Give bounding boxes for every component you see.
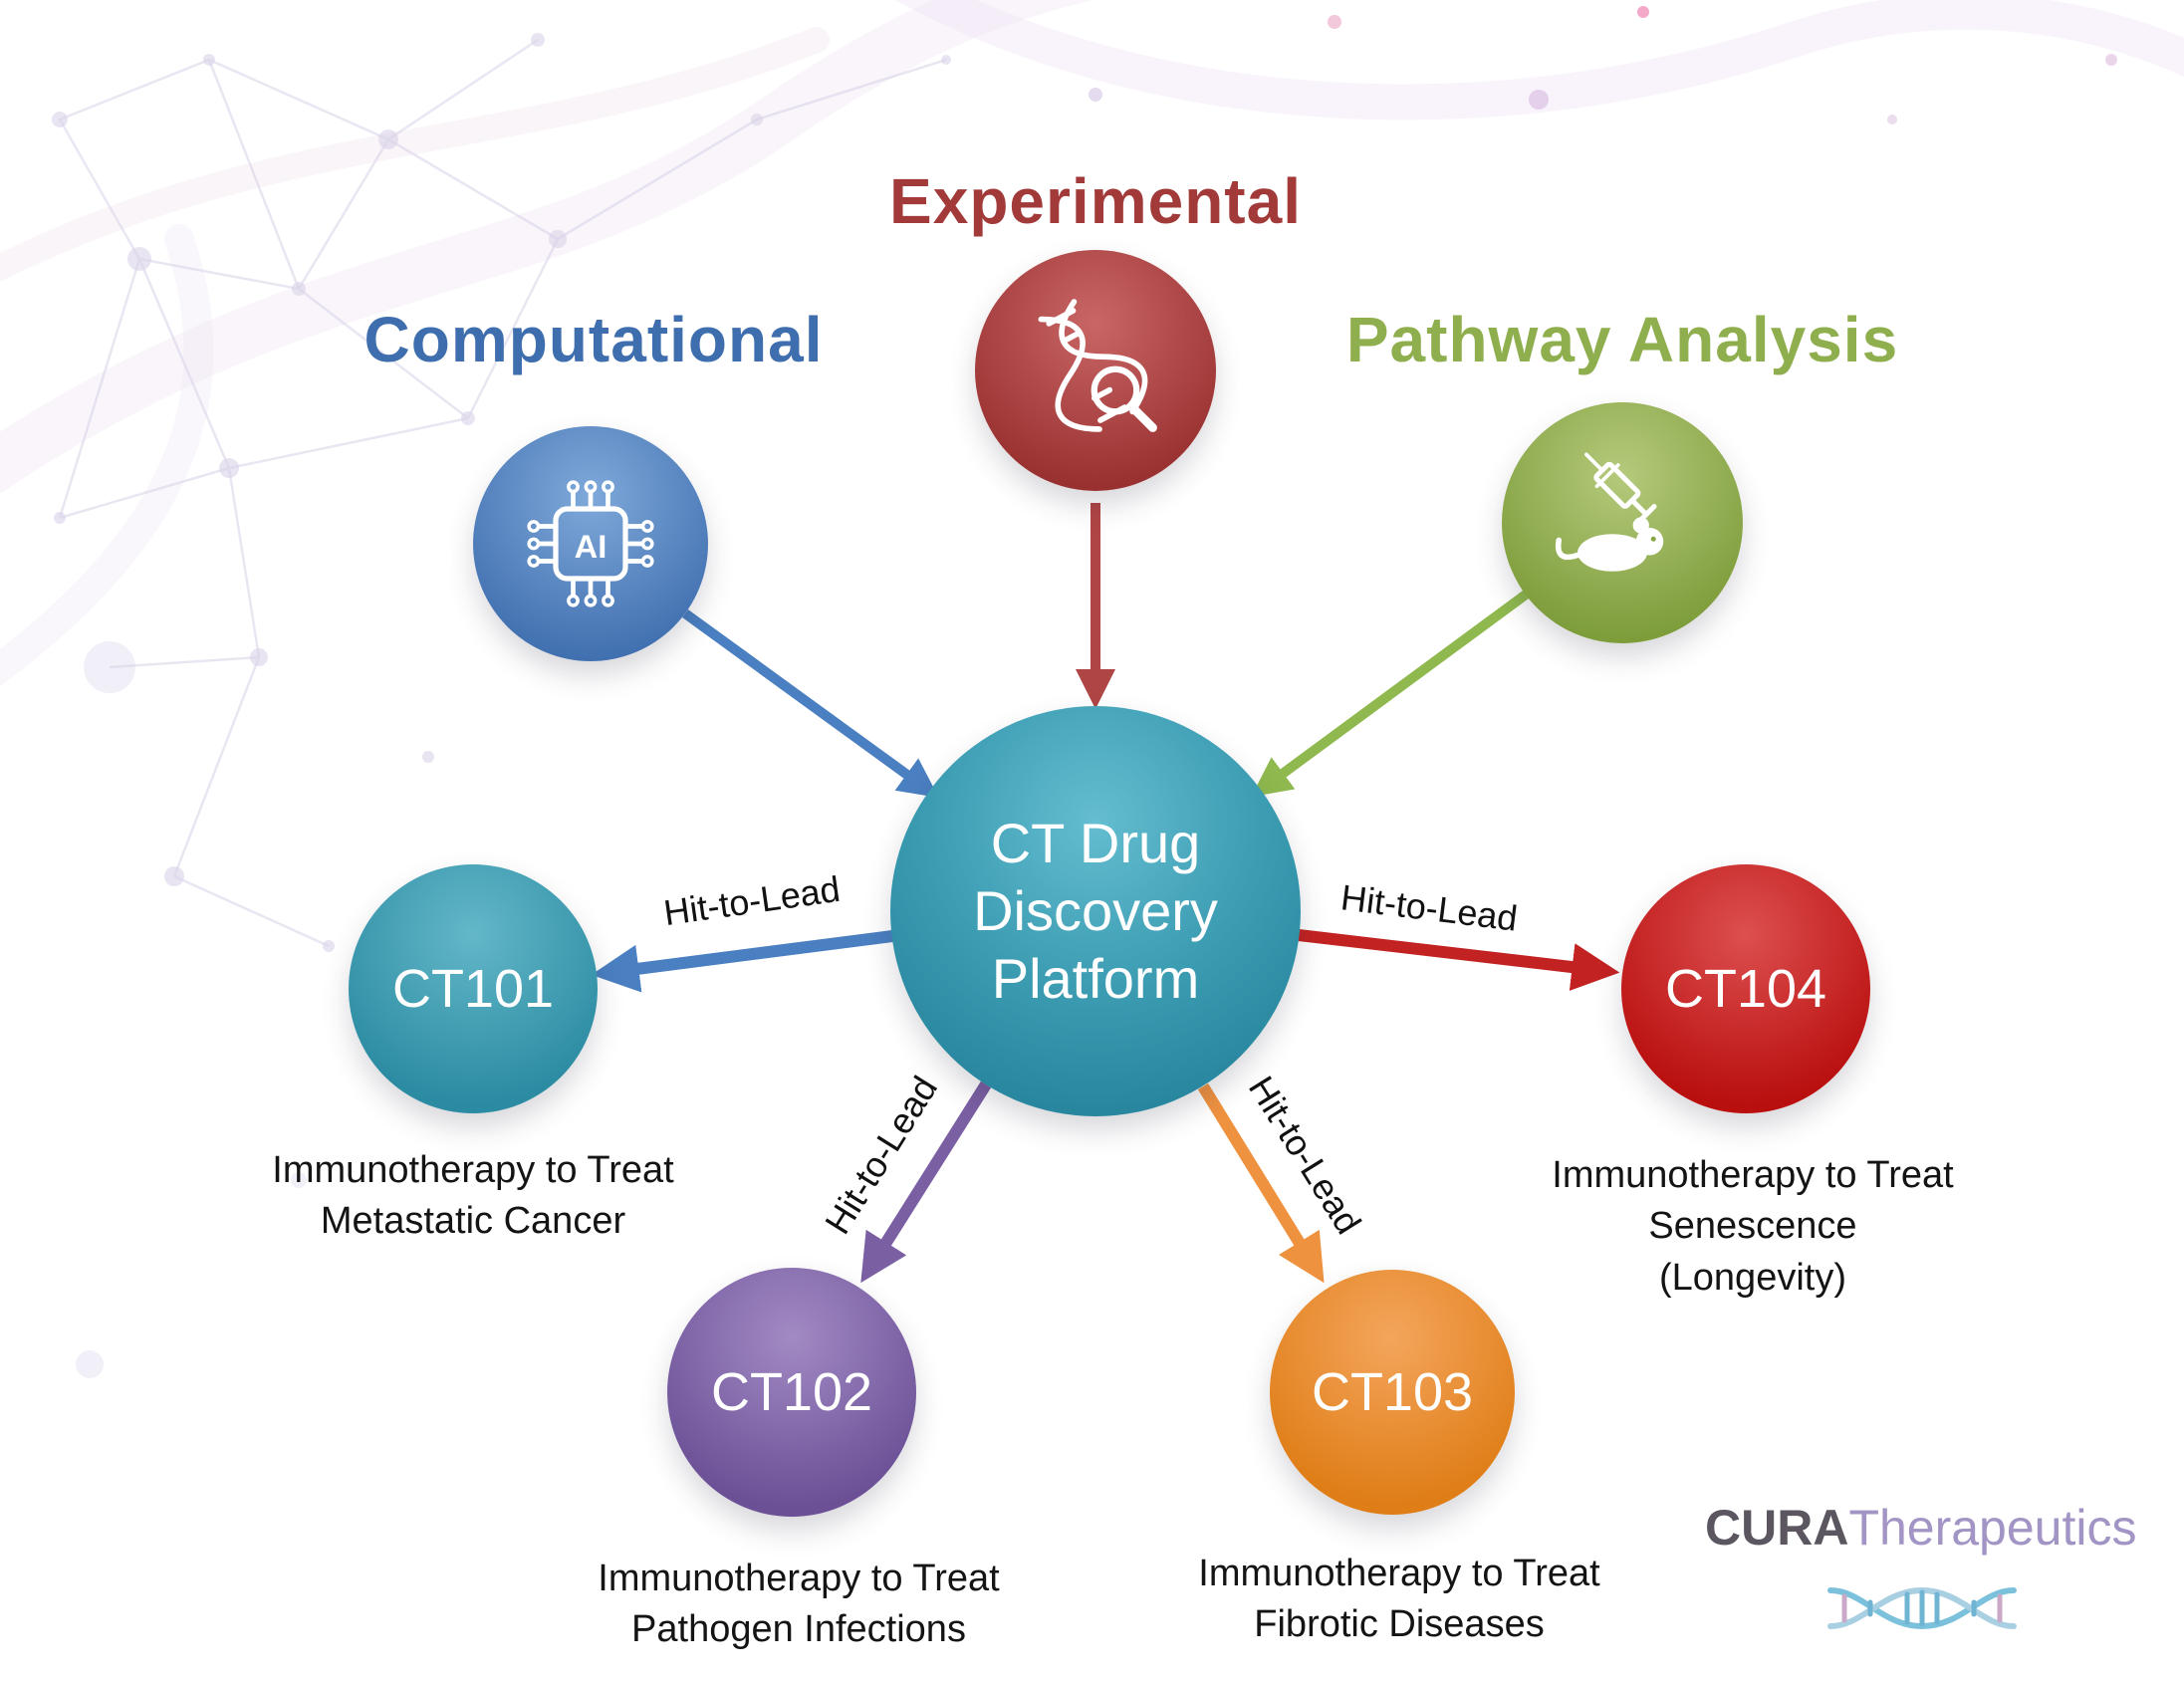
heading-pathway-analysis: Pathway Analysis [1345, 304, 1899, 375]
ai-chip-icon: AI [527, 480, 654, 607]
ct103-label: CT103 [1311, 1362, 1474, 1422]
syringe-mouse-icon [1555, 452, 1664, 572]
node-ct102: CT102 [667, 1268, 916, 1517]
node-ct-drug-discovery-platform: CT Drug Discovery Platform [890, 706, 1301, 1116]
node-ct101: CT101 [349, 864, 598, 1113]
caption-ct102: Immunotherapy to Treat Pathogen Infectio… [598, 1558, 1000, 1651]
ct102-label: CT102 [710, 1362, 873, 1422]
edge-label-hit-to-lead-ct102: Hit-to-Lead [817, 1069, 946, 1242]
edge-label-hit-to-lead-ct104: Hit-to-Lead [1338, 876, 1520, 939]
caption-ct101: Immunotherapy to Treat Metastatic Cancer [272, 1149, 674, 1243]
ct104-label: CT104 [1664, 959, 1827, 1019]
edge-platform-to-ct101 [591, 930, 893, 993]
node-experimental [975, 250, 1216, 491]
ai-chip-label: AI [575, 528, 607, 565]
heading-computational: Computational [364, 304, 824, 375]
edge-label-hit-to-lead-ct101: Hit-to-Lead [660, 867, 843, 934]
node-pathway-analysis [1502, 402, 1743, 643]
edge-pathway-to-platform [1251, 590, 1529, 798]
edge-computational-to-platform [682, 608, 939, 799]
cura-therapeutics-logo: CURATherapeutics [1705, 1499, 2136, 1557]
caption-ct103: Immunotherapy to Treat Fibrotic Diseases [1198, 1553, 1600, 1646]
node-ct104: CT104 [1621, 864, 1870, 1113]
edge-platform-to-ct104 [1298, 929, 1620, 991]
node-computational: AI [473, 426, 708, 661]
ct101-label: CT101 [391, 959, 555, 1019]
edge-label-hit-to-lead-ct103: Hit-to-Lead [1240, 1069, 1369, 1242]
caption-ct104: Immunotherapy to Treat Senescence (Longe… [1552, 1154, 1954, 1299]
node-ct103: CT103 [1270, 1270, 1515, 1515]
logo-text-secondary: Therapeutics [1848, 1500, 2137, 1556]
heading-experimental: Experimental [889, 165, 1302, 237]
platform-label: CT Drug Discovery Platform [973, 811, 1218, 1011]
logo-text-primary: CURA [1705, 1500, 1849, 1556]
logo-dna-icon [1827, 1586, 2017, 1630]
dna-magnifier-icon [1038, 299, 1157, 432]
